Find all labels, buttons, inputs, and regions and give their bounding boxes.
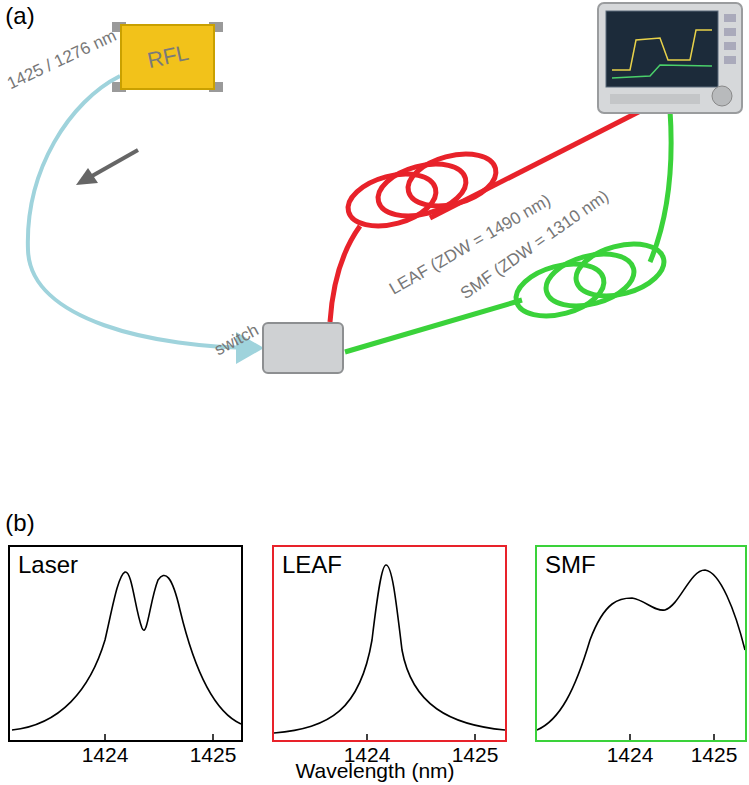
- smf-fiber: [345, 110, 671, 352]
- spectrum-panel: Laser: [8, 545, 243, 742]
- tick-label: 1425: [190, 743, 237, 766]
- tick-label: 1424: [607, 743, 654, 766]
- panel-letter: (a): [5, 3, 34, 29]
- tick-label: 1424: [82, 743, 129, 766]
- fiber-connector: [28, 76, 260, 348]
- laser-device: RFL: [120, 24, 215, 90]
- optical-switch: switch: [262, 322, 344, 374]
- node-text: LEAF: [282, 551, 342, 579]
- node-text: SMF: [545, 551, 596, 579]
- tick-label: 1425: [452, 743, 499, 766]
- wavelength-label: 1425 / 1276 nm: [5, 27, 120, 94]
- panel-letter: (b): [5, 510, 34, 536]
- spectrum-analyzer: [598, 3, 742, 113]
- axis-title: Wavelength (nm): [295, 759, 454, 782]
- spectrum-panel: SMF: [535, 545, 747, 742]
- leaf-fiber: [330, 100, 662, 322]
- direction-arrowhead: [76, 168, 98, 185]
- node-text: switch: [211, 320, 262, 360]
- tick-label: 1425: [691, 743, 738, 766]
- spectrum-panel: LEAF: [272, 545, 507, 742]
- node-text: RFL: [144, 40, 190, 74]
- spectrum-curve: [12, 565, 745, 733]
- direction-arrow: [92, 150, 138, 176]
- node-text: Laser: [18, 551, 78, 579]
